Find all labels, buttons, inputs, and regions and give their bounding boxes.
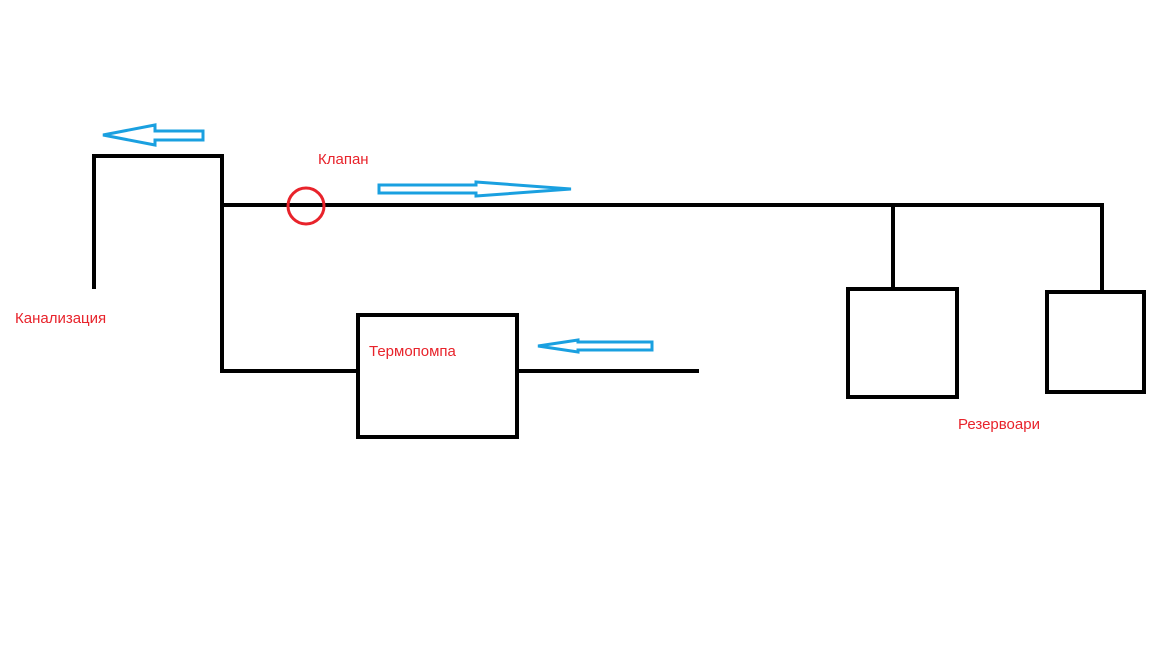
flow-arrows: [102, 123, 654, 354]
arrow-left-top: [102, 123, 205, 147]
sewage-outlet-pipe: [92, 154, 360, 373]
valve-circle: [286, 186, 326, 226]
arrow-left-heat-pump: [537, 338, 654, 354]
tank-1-box: [846, 287, 959, 399]
arrow-right-main: [377, 180, 572, 198]
pipes: [92, 154, 1104, 373]
tanks-label: Резервоари: [958, 416, 1040, 433]
valve-label: Клапан: [318, 151, 369, 168]
heat-pump-label: Термопомпа: [369, 343, 456, 360]
heat-pump-box: [356, 313, 519, 439]
tank-2-box: [1045, 290, 1146, 394]
sewage-label: Канализация: [15, 310, 107, 327]
